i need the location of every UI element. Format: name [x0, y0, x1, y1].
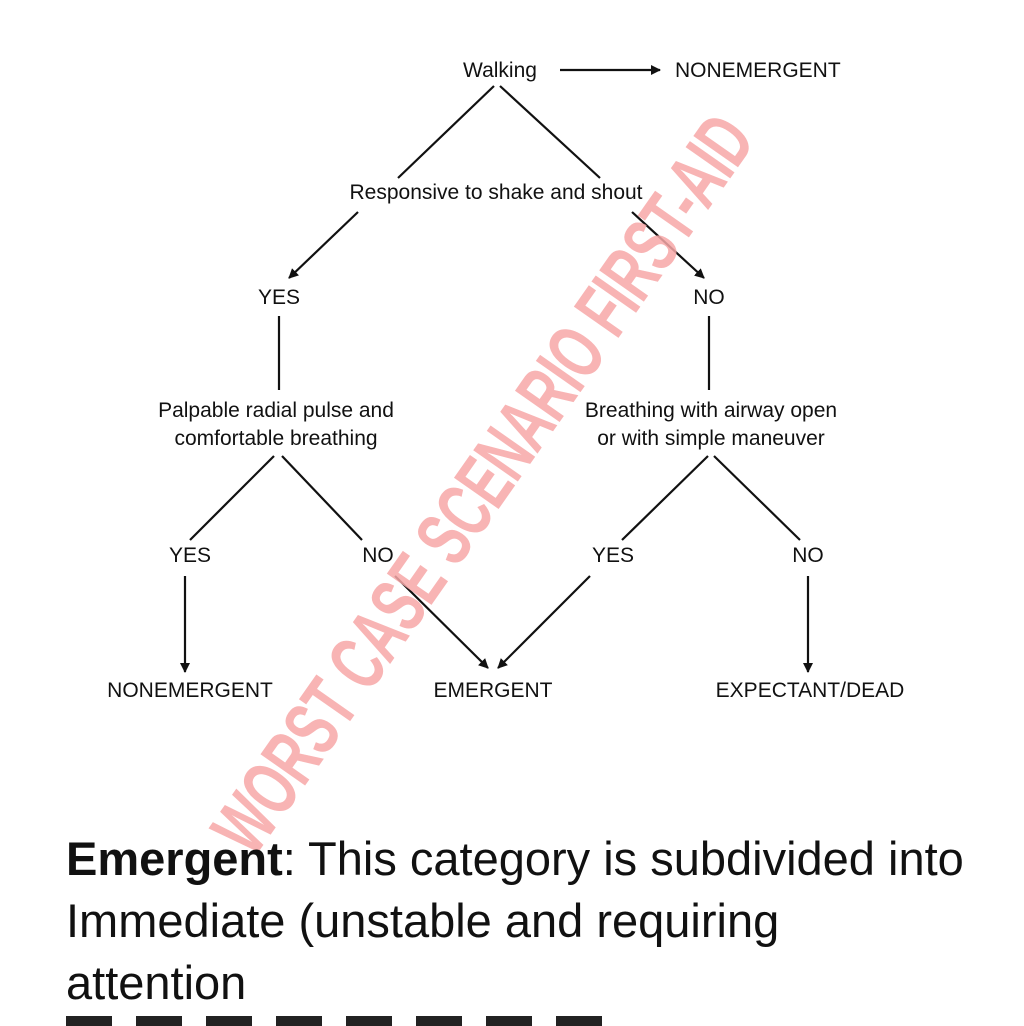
node-expectant-dead: EXPECTANT/DEAD: [716, 679, 905, 702]
node-yes-pulse: YES: [169, 544, 211, 567]
node-responsive: Responsive to shake and shout: [349, 181, 642, 204]
node-nonemergent-bottom: NONEMERGENT: [107, 679, 273, 702]
node-walking: Walking: [463, 59, 537, 82]
node-yes-left: YES: [258, 286, 300, 309]
caption-paragraph: Emergent: This category is subdivided in…: [66, 828, 966, 1014]
edge-pulse-left: [189, 455, 275, 541]
node-no-right: NO: [693, 286, 725, 309]
caption-text: : This category is subdivided into Immed…: [66, 832, 964, 1009]
node-pulse-line1: Palpable radial pulse and: [158, 399, 394, 422]
edge-responsive-to-no: [631, 211, 705, 279]
edge-breathing-right: [713, 455, 801, 541]
triage-flowchart: Walking NONEMERGENT Responsive to shake …: [107, 59, 905, 702]
edge-yes-to-emergent: [497, 575, 591, 669]
edge-responsive-to-yes: [288, 211, 359, 279]
node-pulse-line2: comfortable breathing: [174, 427, 377, 450]
edge-walking-left: [397, 85, 495, 179]
cut-off-text-line: [66, 1016, 626, 1026]
node-yes-breathing: YES: [592, 544, 634, 567]
node-no-breathing: NO: [792, 544, 824, 567]
node-breathing-line1: Breathing with airway open: [585, 399, 837, 422]
node-no-pulse: NO: [362, 544, 394, 567]
edge-no-to-emergent: [394, 575, 489, 669]
edge-walking-right: [499, 85, 601, 179]
edge-pulse-right: [281, 455, 363, 541]
edge-breathing-left: [621, 455, 709, 541]
node-emergent: EMERGENT: [433, 679, 552, 702]
node-breathing-line2: or with simple maneuver: [597, 427, 825, 450]
node-nonemergent-top: NONEMERGENT: [675, 59, 841, 82]
caption-term: Emergent: [66, 832, 283, 885]
